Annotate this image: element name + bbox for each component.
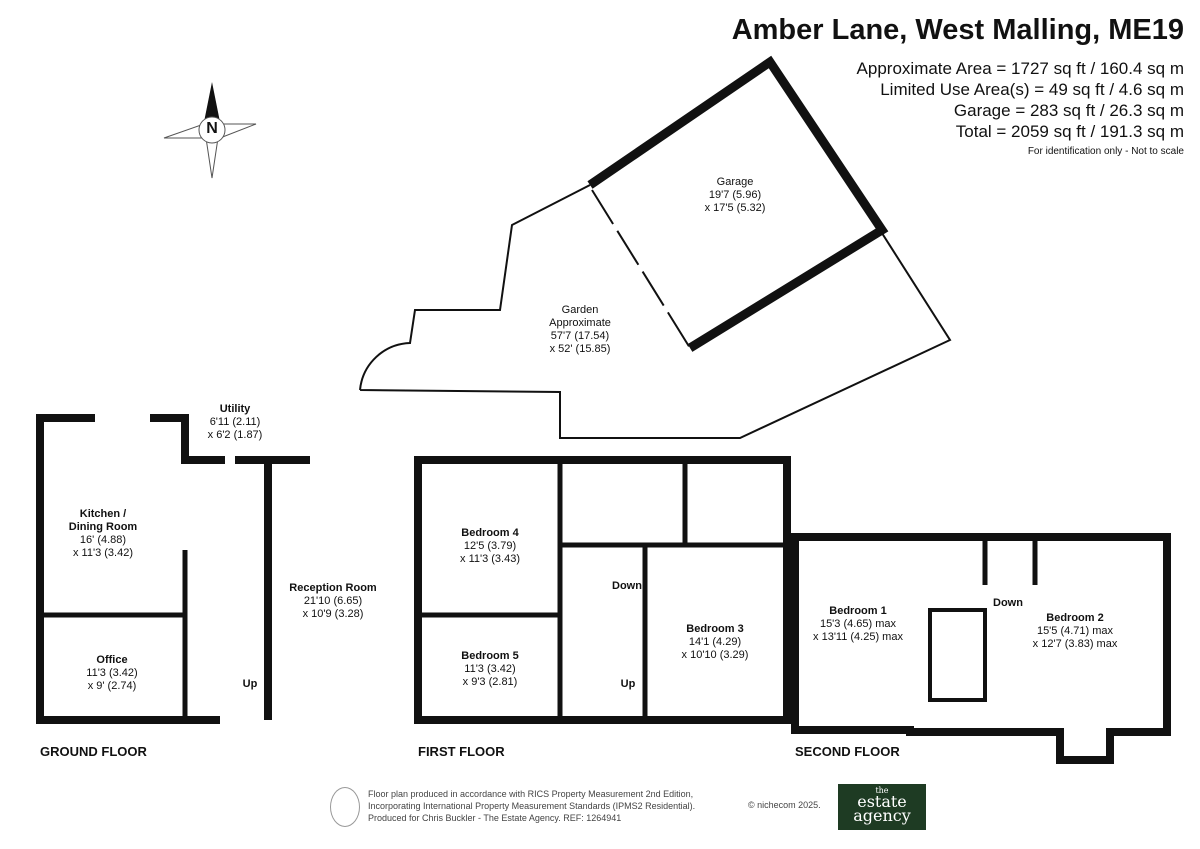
garage-walls <box>587 55 889 352</box>
area-summary: Approximate Area = 1727 sq ft / 160.4 sq… <box>857 58 1184 142</box>
compass-label: N <box>206 120 218 137</box>
stairs-down-label: Down <box>993 597 1023 609</box>
compass-icon <box>163 82 257 179</box>
area-line: Limited Use Area(s) = 49 sq ft / 4.6 sq … <box>880 80 1184 99</box>
area-line: Approximate Area = 1727 sq ft / 160.4 sq… <box>856 59 1184 78</box>
rics-person-icon <box>330 787 360 827</box>
copyright: © nichecom 2025. <box>748 800 821 810</box>
floor-label-ground: GROUND FLOOR <box>40 744 147 759</box>
footer-disclaimer: Floor plan produced in accordance with R… <box>368 789 696 823</box>
second-floor-walls <box>791 533 1171 764</box>
scale-note: For identification only - Not to scale <box>1027 146 1184 157</box>
garden-outline <box>359 184 952 439</box>
page-title: Amber Lane, West Malling, ME19 <box>731 14 1184 46</box>
area-line: Total = 2059 sq ft / 191.3 sq m <box>955 122 1184 141</box>
stairs-up-label: Up <box>620 678 636 690</box>
ground-floor-walls <box>36 414 310 724</box>
floor-label-first: FIRST FLOOR <box>418 744 505 759</box>
stairs-down-label: Down <box>612 580 642 592</box>
area-line: Garage = 283 sq ft / 26.3 sq m <box>953 101 1184 120</box>
first-floor-walls <box>414 456 791 724</box>
floor-label-second: SECOND FLOOR <box>795 744 900 759</box>
stairs-up-label: Up <box>242 678 258 690</box>
